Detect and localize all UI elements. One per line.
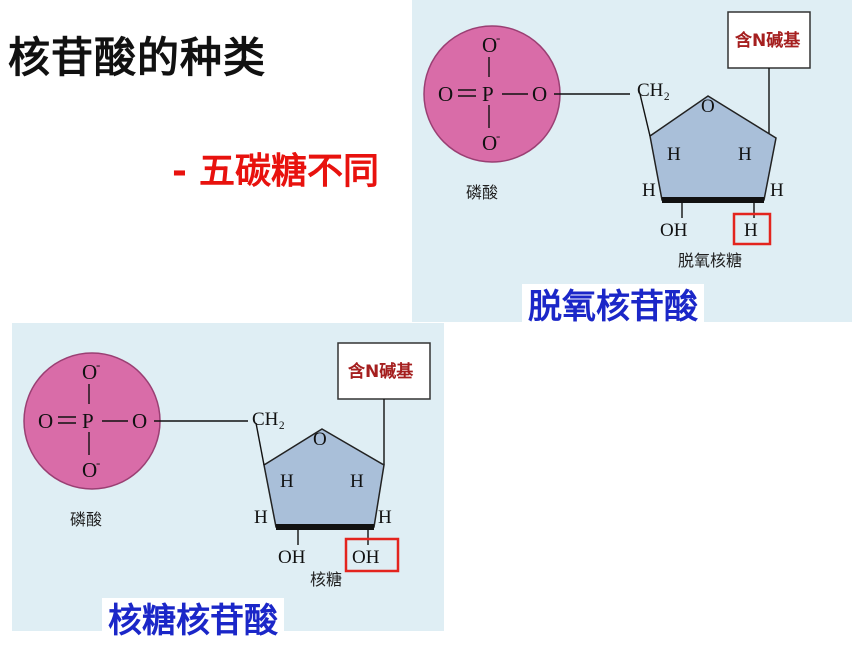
phosphate-caption: 磷酸 — [70, 510, 102, 529]
phosphate-bottom-o: O — [482, 131, 497, 155]
ch2-label: CH₂ — [637, 80, 670, 101]
phosphate-top-o: O — [482, 33, 497, 57]
sugar-h-right: H — [770, 180, 784, 201]
highlighted-group: OH — [352, 547, 380, 568]
phosphate-top-o: O — [82, 360, 97, 384]
phosphate-p: P — [82, 409, 94, 433]
phosphate-top-charge: - — [96, 357, 100, 372]
sugar-caption: 核糖 — [310, 570, 342, 589]
base-box — [727, 11, 811, 69]
highlighted-group: H — [744, 220, 758, 241]
ribonucleotide-panel: O - O P O O - 磷酸 含N碱基 CH₂ O H H H — [12, 323, 444, 631]
ch2-bond — [255, 422, 265, 466]
sugar-h-upper-left: H — [667, 144, 681, 165]
sugar-h-right: H — [378, 507, 392, 528]
ring-oxygen: O — [313, 429, 327, 450]
subtitle: -五碳糖不同 — [172, 142, 379, 194]
ribonucleotide-diagram: O - O P O O - 磷酸 含N碱基 CH₂ O H H H — [12, 323, 444, 631]
base-label: 含N碱基 — [348, 361, 414, 382]
sugar-h-left: H — [254, 507, 268, 528]
phosphate-top-charge: - — [496, 30, 500, 45]
highlight-box — [732, 212, 772, 246]
subtitle-text: 五碳糖不同 — [198, 151, 379, 192]
phosphate-right-o: O — [532, 82, 547, 106]
phosphate-bottom-o: O — [82, 458, 97, 482]
highlight-box — [344, 537, 400, 573]
deoxyribonucleotide-diagram: O - O P O O - 磷酸 含N碱基 CH₂ O H H — [412, 0, 852, 322]
deoxyribonucleotide-panel: O - O P O O - 磷酸 含N碱基 CH₂ O H H — [412, 0, 852, 322]
ribonucleotide-label: 核糖核苷酸 — [102, 598, 284, 644]
base-box — [337, 342, 431, 400]
phosphate-right-o: O — [132, 409, 147, 433]
deoxyribonucleotide-label: 脱氧核苷酸 — [522, 284, 704, 330]
phosphate-bottom-charge: - — [496, 128, 500, 143]
phosphate-p: P — [482, 82, 494, 106]
sugar-h-upper-right: H — [350, 471, 364, 492]
base-label: 含N碱基 — [735, 30, 801, 51]
subtitle-dash: - — [172, 151, 187, 192]
phosphate-bottom-charge: - — [96, 455, 100, 470]
ch2-bond — [639, 93, 651, 137]
ring-oxygen: O — [701, 96, 715, 117]
sugar-h-upper-left: H — [280, 471, 294, 492]
phosphate-left-o: O — [38, 409, 53, 433]
sugar-caption: 脱氧核糖 — [678, 251, 742, 270]
page-title: 核苷酸的种类 — [8, 33, 267, 82]
phosphate-caption: 磷酸 — [466, 183, 498, 202]
sugar-h-upper-right: H — [738, 144, 752, 165]
phosphate-left-o: O — [438, 82, 453, 106]
ch2-label: CH₂ — [252, 409, 285, 430]
sugar-oh: OH — [278, 547, 306, 568]
sugar-h-left: H — [642, 180, 656, 201]
sugar-oh: OH — [660, 220, 688, 241]
